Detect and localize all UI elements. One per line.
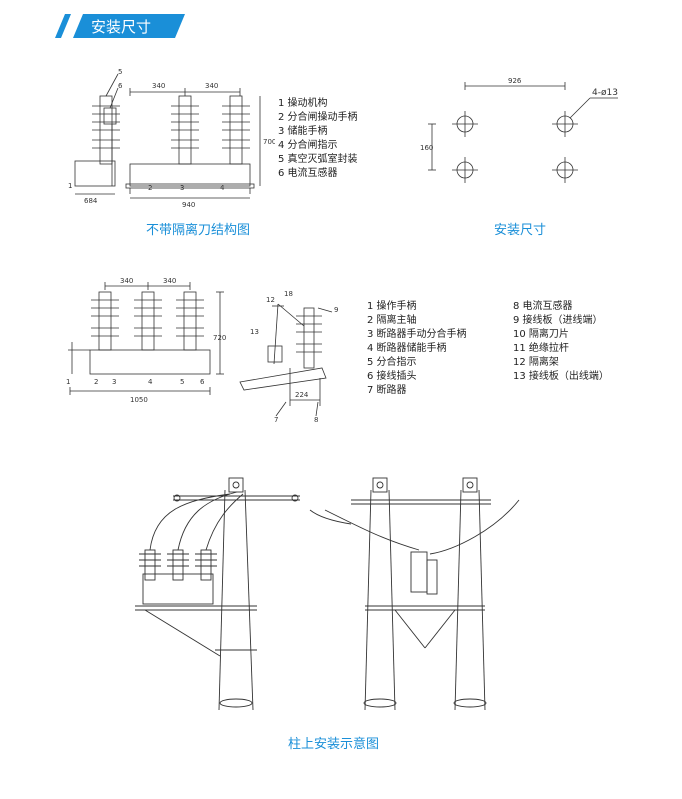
callout-3: 3 (180, 184, 184, 192)
callout-8: 8 (314, 416, 318, 424)
legend-item: 3 断路器手动分合手柄 (367, 329, 467, 340)
section-header: 安装尺寸 (55, 14, 185, 38)
legend-item: 2 分合闸操动手柄 (278, 112, 358, 123)
legend-item: 1 操作手柄 (367, 301, 417, 312)
dim-pitch1: 340 (120, 277, 133, 285)
callout-18: 18 (284, 290, 293, 298)
legend-item: 8 电流互感器 (513, 301, 573, 312)
dim-height: 160 (420, 144, 433, 152)
figure-installation-dimensions: 926 160 4-ø13 (420, 77, 618, 183)
figure2-caption: 安装尺寸 (494, 223, 547, 238)
callout-4: 4 (148, 378, 153, 386)
legend-item: 13 接线板（出线端） (513, 371, 609, 382)
figure-isolator-front-view: 340 340 1050 720 1 2 3 4 5 6 (66, 277, 226, 404)
dim-pitch2: 340 (163, 277, 176, 285)
dim-width: 940 (182, 201, 195, 209)
callout-6: 6 (200, 378, 205, 386)
callout-5: 5 (118, 68, 122, 76)
callout-7: 7 (274, 416, 278, 424)
legend-item: 3 储能手柄 (278, 126, 328, 137)
legend-item: 11 绝缘拉杆 (513, 343, 569, 354)
legend-item: 1 操动机构 (278, 98, 328, 109)
callout-1: 1 (66, 378, 70, 386)
section-title: 安装尺寸 (91, 18, 152, 36)
callout-4: 4 (220, 184, 225, 192)
figure-isolator-side-view: 224 7 8 9 12 13 18 (239, 290, 338, 424)
legend-item: 6 接线插头 (367, 371, 417, 382)
figure3-legend-left: 1 操作手柄 2 隔离主轴 3 断路器手动分合手柄 4 断路器储能手柄 5 分合… (367, 300, 467, 398)
dim-span: 926 (508, 77, 522, 85)
legend-item: 4 分合闸指示 (278, 140, 338, 151)
legend-item: 5 分合指示 (367, 357, 417, 368)
dim-pitch1: 340 (152, 82, 165, 90)
callout-5: 5 (180, 378, 184, 386)
legend-item: 9 接线板（进线端） (513, 315, 603, 326)
figure-pole-mounting (135, 477, 520, 711)
legend-item: 12 隔离架 (513, 357, 559, 368)
dim-height: 720 (213, 334, 226, 342)
dim-holes: 4-ø13 (592, 88, 618, 98)
legend-item: 10 隔离刀片 (513, 329, 569, 340)
dim-side: 224 (295, 391, 309, 399)
dim-pitch2: 340 (205, 82, 218, 90)
callout-13: 13 (250, 328, 259, 336)
dim-height: 700 (263, 138, 275, 146)
figure4-caption: 柱上安装示意图 (288, 737, 380, 752)
figure3-legend-right: 8 电流互感器 9 接线板（进线端） 10 隔离刀片 11 绝缘拉杆 12 隔离… (513, 300, 609, 384)
figure1-legend: 1 操动机构 2 分合闸操动手柄 3 储能手柄 4 分合闸指示 5 真空灭弧室封… (278, 97, 358, 181)
callout-9: 9 (334, 306, 338, 314)
legend-item: 2 隔离主轴 (367, 315, 417, 326)
figure-structure-drawing: 340 340 940 684 700 1 2 3 4 5 6 (68, 68, 275, 209)
legend-item: 5 真空灭弧室封装 (278, 154, 358, 165)
callout-6: 6 (118, 82, 123, 90)
legend-item: 7 断路器 (367, 385, 407, 396)
callout-2: 2 (148, 184, 152, 192)
legend-item: 6 电流互感器 (278, 168, 338, 179)
callout-12: 12 (266, 296, 275, 304)
dim-base: 684 (84, 197, 98, 205)
callout-1: 1 (68, 182, 72, 190)
legend-item: 4 断路器储能手柄 (367, 343, 447, 354)
dim-width: 1050 (130, 396, 148, 404)
figure1-caption: 不带隔离刀结构图 (146, 223, 251, 238)
callout-3: 3 (112, 378, 116, 386)
callout-2: 2 (94, 378, 98, 386)
banner-shape (55, 14, 185, 38)
